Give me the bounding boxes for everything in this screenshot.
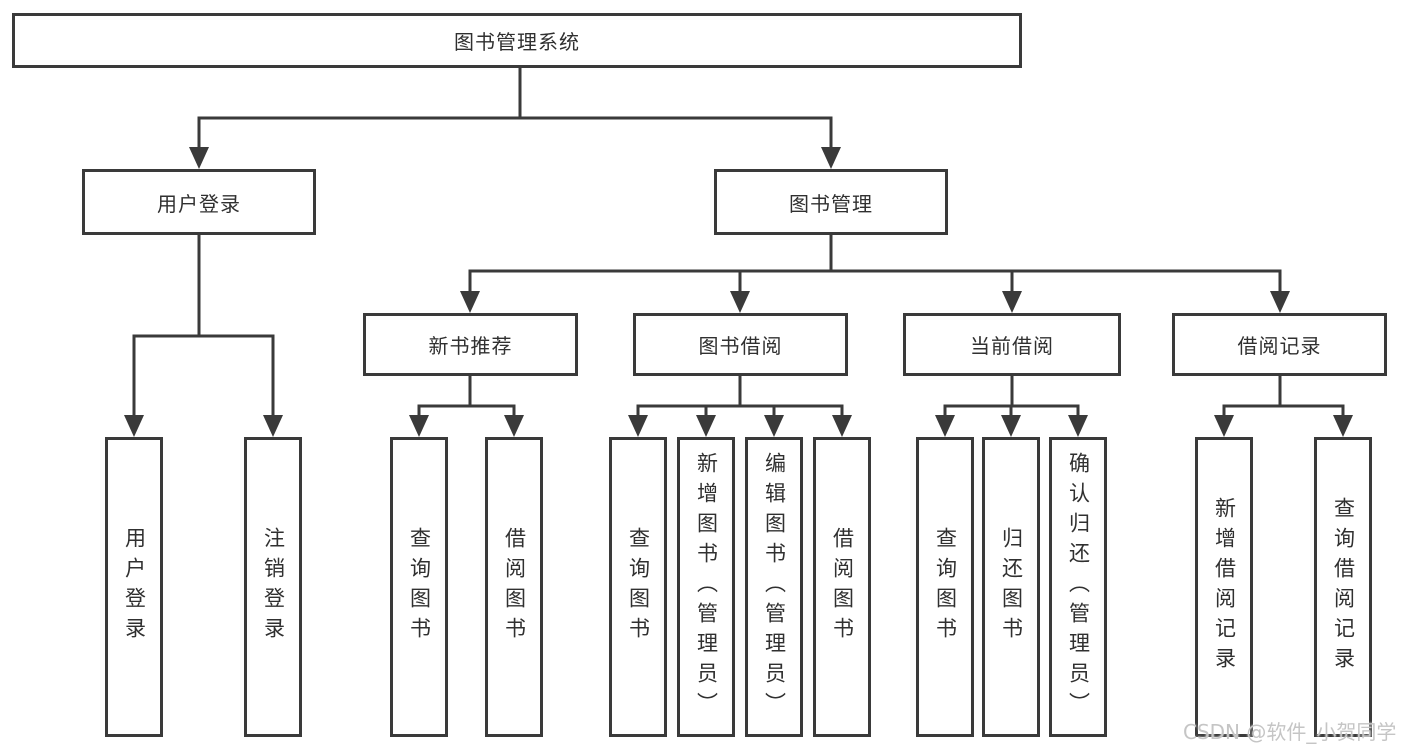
leaf-add-borrow-record-label: 新增借阅记录 <box>1212 497 1237 677</box>
node-borrowing-records: 借阅记录 <box>1172 313 1387 376</box>
leaf-query-borrow-record: 查询借阅记录 <box>1314 437 1372 737</box>
leaf-query-books-current-label: 查询图书 <box>933 527 958 647</box>
leaf-borrow-books-borrowing-label: 借阅图书 <box>830 527 855 647</box>
leaf-confirm-return-admin-label: 确认归还（管理员） <box>1066 452 1091 722</box>
leaf-query-borrow-record-label: 查询借阅记录 <box>1331 497 1356 677</box>
leaf-query-books-recommend-label: 查询图书 <box>407 527 432 647</box>
node-current-borrowing: 当前借阅 <box>903 313 1121 376</box>
leaf-logout-label: 注销登录 <box>261 527 286 647</box>
node-book-management: 图书管理 <box>714 169 948 235</box>
node-user-login: 用户登录 <box>82 169 316 235</box>
leaf-add-books-admin: 新增图书（管理员） <box>677 437 735 737</box>
leaf-user-login-label: 用户登录 <box>122 527 147 647</box>
node-library-management-system: 图书管理系统 <box>12 13 1022 68</box>
leaf-add-books-admin-label: 新增图书（管理员） <box>694 452 719 722</box>
leaf-borrow-books-recommend: 借阅图书 <box>485 437 543 737</box>
leaf-logout: 注销登录 <box>244 437 302 737</box>
leaf-query-books-current: 查询图书 <box>916 437 974 737</box>
leaf-edit-books-admin-label: 编辑图书（管理员） <box>762 452 787 722</box>
leaf-borrow-books-recommend-label: 借阅图书 <box>502 527 527 647</box>
leaf-borrow-books-borrowing: 借阅图书 <box>813 437 871 737</box>
leaf-return-books-label: 归还图书 <box>999 527 1024 647</box>
leaf-query-books-borrowing: 查询图书 <box>609 437 667 737</box>
leaf-return-books: 归还图书 <box>982 437 1040 737</box>
leaf-confirm-return-admin: 确认归还（管理员） <box>1049 437 1107 737</box>
leaf-query-books-borrowing-label: 查询图书 <box>626 527 651 647</box>
leaf-edit-books-admin: 编辑图书（管理员） <box>745 437 803 737</box>
node-new-book-recommendation: 新书推荐 <box>363 313 578 376</box>
node-book-borrowing: 图书借阅 <box>633 313 848 376</box>
leaf-add-borrow-record: 新增借阅记录 <box>1195 437 1253 737</box>
watermark-csdn: CSDN @软件_小贺同学 <box>1183 720 1397 744</box>
leaf-query-books-recommend: 查询图书 <box>390 437 448 737</box>
leaf-user-login: 用户登录 <box>105 437 163 737</box>
